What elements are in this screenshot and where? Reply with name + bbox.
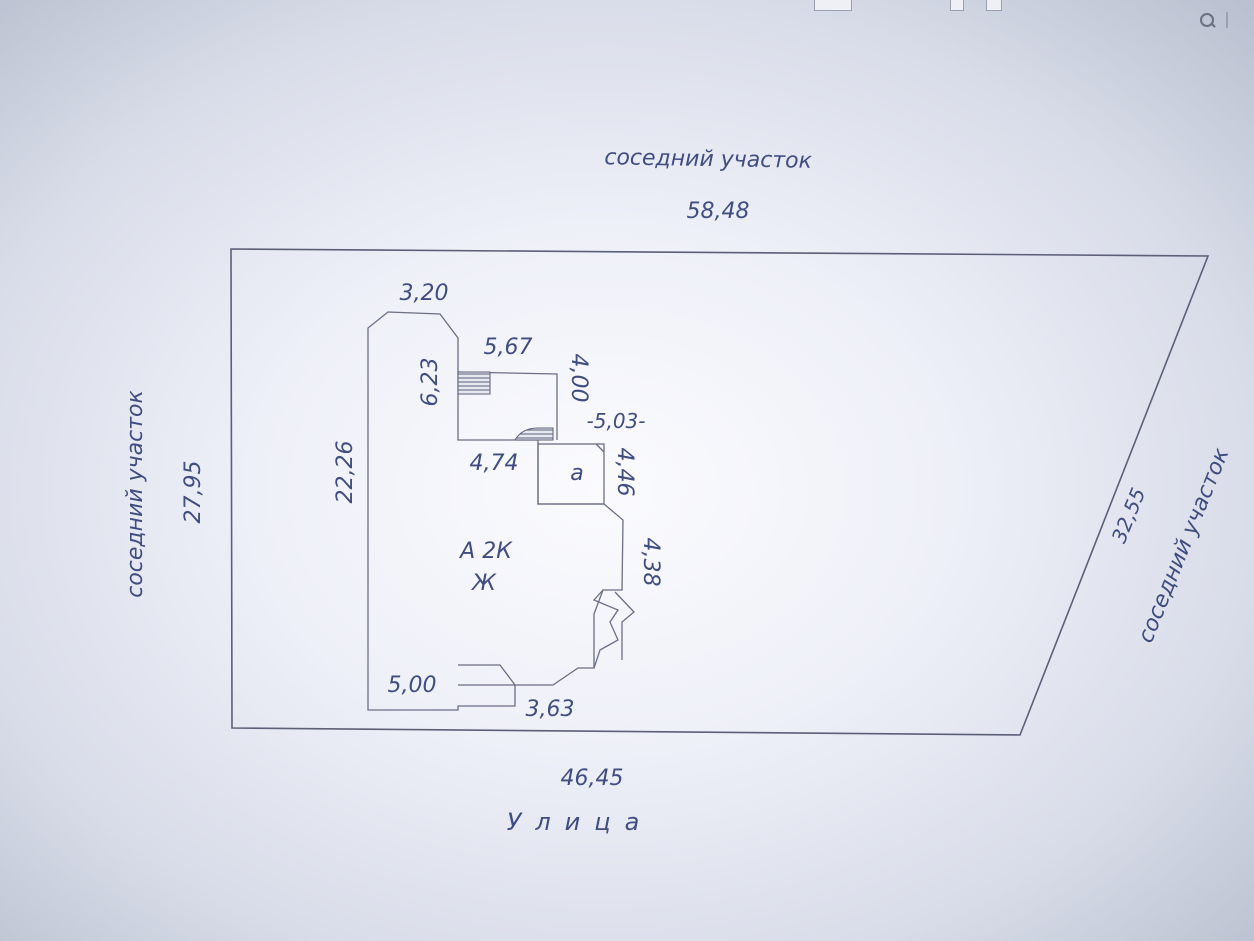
building-width-top-label: 3,20 [400, 281, 449, 306]
building-type-label: Ж [470, 571, 497, 596]
annex-offset-label: -5,03- [587, 409, 646, 433]
top-neighbor-label: соседний участок [604, 145, 813, 174]
viewer-toolbar [814, 0, 1254, 14]
porch-hatch-step [514, 427, 554, 441]
toolbar-button[interactable] [950, 0, 964, 11]
right-neighbor-label: соседний участок [1134, 444, 1235, 646]
building-class-label: А 2К [458, 539, 513, 564]
right-length-label: 32,55 [1107, 484, 1151, 546]
top-length-label: 58,48 [687, 199, 750, 224]
bay-window-outline-inner [614, 591, 635, 660]
toolbar-divider [1226, 12, 1228, 28]
bottom-length-label: 46,45 [561, 766, 624, 791]
toolbar-button[interactable] [814, 0, 852, 11]
annex-outline [537, 443, 605, 505]
porch-hatch-top [457, 371, 491, 395]
side-depth-label: 4,38 [638, 538, 663, 587]
building-outline [367, 311, 624, 711]
porch-outline [457, 371, 558, 440]
entrance-outline [458, 664, 516, 686]
bottom-right-length-label: 3,63 [526, 697, 575, 722]
left-length-label: 27,95 [181, 461, 206, 524]
bay-window-outline [592, 589, 619, 669]
left-neighbor-label: соседний участок [123, 390, 148, 598]
building-depth-upper-label: 6,23 [418, 358, 443, 407]
toolbar-button[interactable] [986, 0, 1002, 11]
street-label: Улица [507, 808, 654, 836]
inner-width-label: 4,74 [470, 451, 519, 476]
search-button[interactable] [1198, 8, 1238, 34]
building-full-depth-label: 22,26 [333, 441, 358, 504]
annex-corner [595, 443, 605, 453]
porch-depth-label: 4,00 [566, 354, 591, 403]
annex-depth-label: 4,46 [612, 448, 637, 497]
annex-label: а [570, 461, 583, 486]
bottom-left-length-label: 5,00 [388, 673, 437, 698]
porch-width-label: 5,67 [484, 335, 533, 360]
plot-boundary [230, 248, 1210, 736]
